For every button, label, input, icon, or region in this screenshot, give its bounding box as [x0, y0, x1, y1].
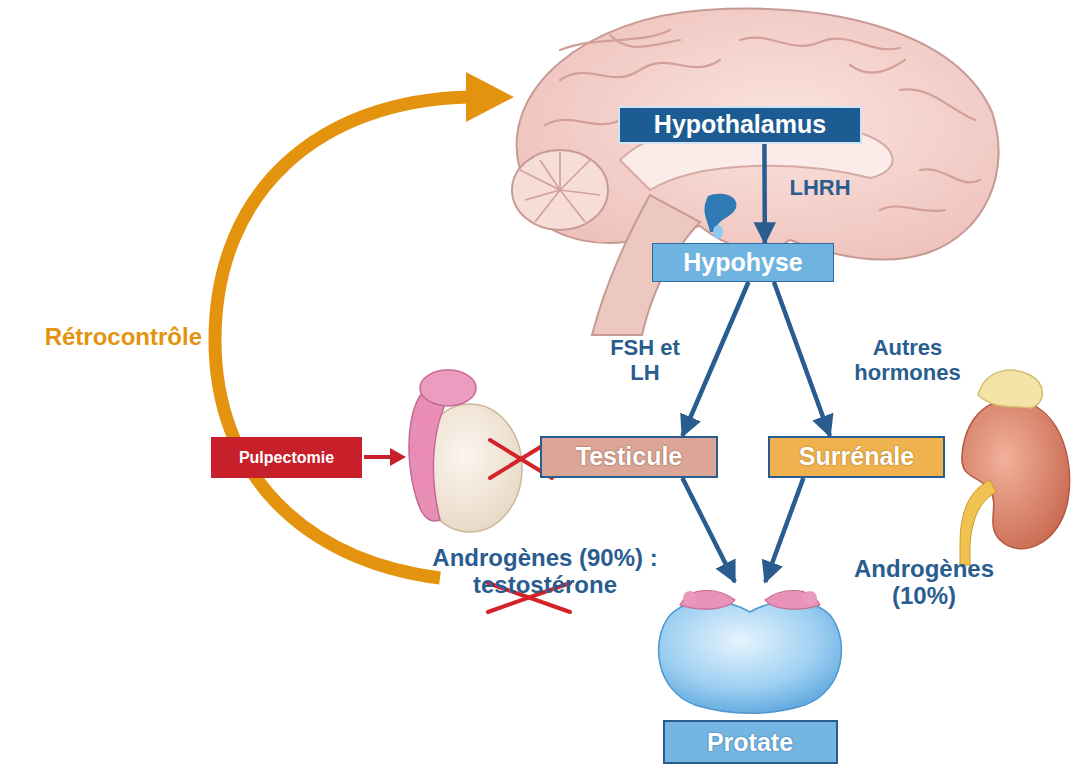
- arrow-connector: [682, 282, 748, 436]
- hormone-label: Androgènes (90%) : testostérone: [432, 545, 658, 599]
- action-box: Pulpectomie: [211, 437, 362, 478]
- prostate-illustration: [659, 590, 842, 713]
- node-text: Surrénale: [799, 443, 914, 471]
- node-text: Hypothalamus: [654, 111, 826, 139]
- organ-box: Surrénale: [768, 436, 945, 478]
- arrow-connector: [682, 478, 734, 582]
- edge-label: Autres hormones: [835, 336, 980, 385]
- edge-label: LHRH: [780, 176, 860, 201]
- feedback-label: Rétrocontrôle: [10, 324, 202, 351]
- arrow-connector: [774, 282, 830, 436]
- edge-label: FSH et LH: [600, 336, 690, 385]
- hormone-label: Androgènes (10%): [826, 556, 1022, 610]
- process-box: Hypohyse: [652, 243, 834, 282]
- node-text: Pulpectomie: [239, 449, 334, 467]
- node-text: Protate: [663, 720, 838, 764]
- arrow-connector: [762, 144, 767, 243]
- brain-illustration: [512, 9, 999, 335]
- organ-box: Testicule: [540, 436, 718, 478]
- arrow-connector: [765, 478, 803, 582]
- pulpectomy-arrow: [364, 448, 406, 466]
- node-text: Testicule: [576, 443, 683, 471]
- organ-box: Protate: [655, 582, 845, 764]
- kidney-illustration: [960, 370, 1070, 565]
- process-box: Hypothalamus: [618, 106, 862, 144]
- node-text: Hypohyse: [683, 249, 802, 277]
